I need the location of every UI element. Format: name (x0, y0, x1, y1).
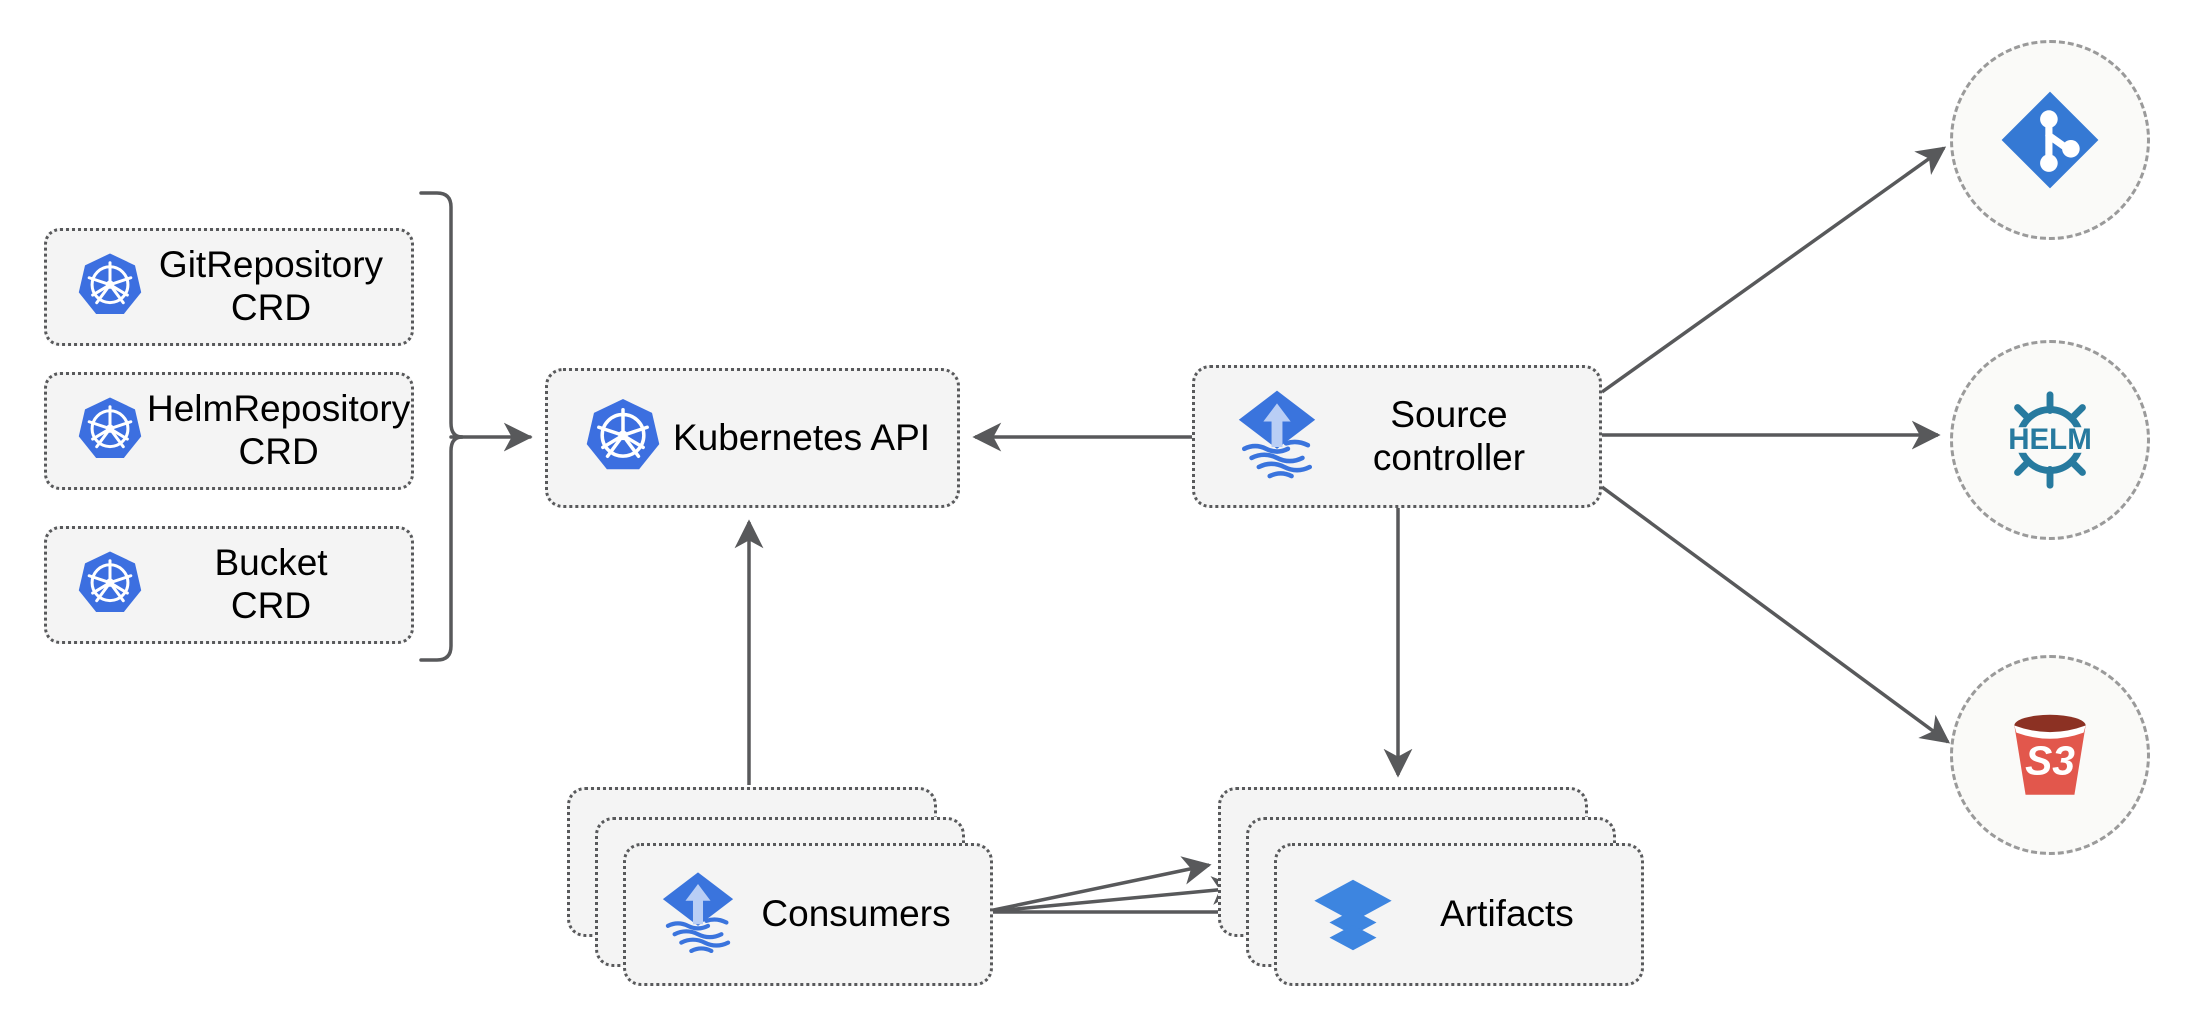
source-circle-s3[interactable]: S3 (1950, 655, 2150, 855)
crd-node-gitrepository[interactable]: GitRepository CRD (44, 228, 414, 346)
crd-node-label: GitRepository CRD (158, 244, 384, 328)
layers-icon (1311, 873, 1395, 957)
source-circle-helm[interactable]: HELM (1950, 340, 2150, 540)
helm-icon: HELM (1991, 381, 2109, 499)
kubernetes-icon (73, 548, 147, 622)
kubernetes-icon (580, 395, 666, 481)
kubernetes-api-label: Kubernetes API (672, 416, 931, 458)
flux-icon (1231, 387, 1323, 487)
edge-crds-to-kubernetes-api (419, 191, 533, 662)
source-controller-label: Source controller (1372, 393, 1526, 478)
s3-wordmark: S3 (2025, 737, 2075, 783)
helm-wordmark: HELM (2008, 423, 2092, 456)
kubernetes-api-node[interactable]: Kubernetes API (545, 368, 960, 508)
s3-bucket-icon: S3 (1994, 699, 2106, 811)
artifacts-label: Artifacts (1440, 893, 1574, 935)
source-controller-node[interactable]: Source controller (1192, 365, 1602, 508)
edge-source-controller-to-git (1600, 146, 1947, 394)
crd-node-bucket[interactable]: Bucket CRD (44, 526, 414, 644)
consumers-node[interactable]: Consumers (623, 843, 993, 986)
kubernetes-icon (73, 394, 147, 468)
crd-node-label: HelmRepository CRD (147, 388, 411, 472)
kubernetes-icon (73, 250, 147, 324)
artifacts-node[interactable]: Artifacts (1274, 843, 1644, 986)
crd-node-helmrepository[interactable]: HelmRepository CRD (44, 372, 414, 490)
flux-icon (656, 869, 740, 961)
git-icon (1995, 85, 2105, 195)
edge-source-controller-to-s3 (1600, 485, 1951, 744)
crd-node-label: Bucket CRD (214, 542, 328, 626)
consumers-label: Consumers (761, 893, 951, 935)
source-circle-git[interactable] (1950, 40, 2150, 240)
